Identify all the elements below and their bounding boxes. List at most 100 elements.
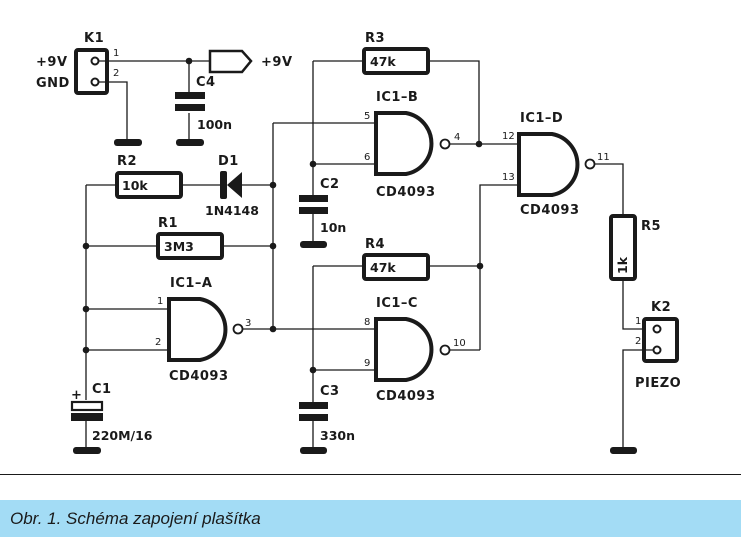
- diode-d1: D1 1N4148: [205, 154, 259, 218]
- figure-caption-bar: Obr. 1. Schéma zapojení plašítka: [0, 500, 741, 537]
- r5-ref: R5: [641, 219, 661, 234]
- connector-k1: K1 +9V GND 1 2: [36, 31, 119, 95]
- capacitor-c1: C1 + 220M/16: [70, 382, 153, 443]
- c3-plate-icon: [299, 414, 328, 421]
- ground-icon: [114, 139, 142, 146]
- power-arrow-icon: [208, 49, 253, 74]
- k2-label: PIEZO: [635, 376, 681, 391]
- nand-gate-icon: [374, 111, 434, 176]
- ic1a-pin-in1: 1: [157, 296, 163, 307]
- r1-ref: R1: [158, 216, 178, 231]
- k2-pin1-number: 1: [635, 316, 641, 327]
- c3-plate-icon: [299, 402, 328, 409]
- ground-icon: [300, 447, 327, 454]
- wire: [428, 60, 480, 144]
- resistor-r4: R4 47k: [362, 237, 430, 281]
- inverter-bubble-icon: [439, 344, 451, 356]
- c2-plate-icon: [299, 207, 328, 214]
- r4-value: 47k: [370, 260, 396, 275]
- c1-value: 220M/16: [92, 428, 153, 443]
- d1-value: 1N4148: [205, 203, 259, 218]
- k1-body: [74, 48, 109, 95]
- k2-pin1-icon: [652, 324, 662, 334]
- diode-cathode-icon: [220, 171, 227, 199]
- r4-ref: R4: [365, 237, 385, 252]
- k2-ref: K2: [651, 300, 671, 315]
- resistor-r1: R1 3M3: [156, 216, 224, 260]
- junction-dot: [309, 366, 317, 374]
- r2-value: 10k: [122, 178, 148, 193]
- k1-pin2-icon: [90, 77, 100, 87]
- k1-label-pin2: GND: [36, 76, 70, 91]
- r1-value: 3M3: [164, 239, 194, 254]
- ic1a-part: CD4093: [169, 369, 229, 384]
- figure-caption: Obr. 1. Schéma zapojení plašítka: [10, 509, 261, 528]
- wire: [479, 184, 519, 350]
- resistor-r3: R3 47k: [362, 31, 430, 75]
- ic1c-ref: IC1–C: [376, 296, 418, 311]
- k1-pin1-number: 1: [113, 48, 119, 59]
- junction-dot: [185, 57, 193, 65]
- c4-ref: C4: [196, 75, 216, 90]
- capacitor-c4: C4 100n: [175, 75, 232, 132]
- d1-ref: D1: [218, 154, 239, 169]
- c3-value: 330n: [320, 428, 355, 443]
- inverter-bubble-icon: [584, 158, 596, 170]
- ic1d-ref: IC1–D: [520, 111, 563, 126]
- nand-gate-icon: [374, 317, 434, 382]
- ic1a-ref: IC1–A: [170, 276, 212, 291]
- k1-ref: K1: [84, 31, 104, 46]
- resistor-r5: 1k R5: [609, 214, 661, 281]
- ic1c-pin-out: 10: [453, 338, 466, 349]
- inverter-bubble-icon: [232, 323, 244, 335]
- supply-label: +9V: [261, 55, 293, 70]
- c2-value: 10n: [320, 220, 346, 235]
- wire: [622, 279, 650, 330]
- ground-icon: [300, 241, 327, 248]
- c1-negative-plate-icon: [71, 413, 103, 421]
- ground-icon: [610, 447, 637, 454]
- supply-plus9v: +9V: [208, 49, 293, 74]
- ic1b-pin-out: 4: [454, 132, 460, 143]
- nand-gate-icon: [167, 297, 228, 362]
- c1-positive-plate-icon: [70, 400, 104, 412]
- r3-ref: R3: [365, 31, 385, 46]
- k2-body: [642, 317, 679, 363]
- resistor-r2: R2 10k: [115, 154, 183, 199]
- c1-polarity: +: [71, 388, 82, 403]
- gate-ic1-c: IC1–C 8 9 10 CD4093: [364, 296, 466, 404]
- wire: [622, 349, 653, 449]
- ic1a-pin-out: 3: [245, 318, 251, 329]
- ic1b-pin-in2: 6: [364, 152, 370, 163]
- ground-icon: [176, 139, 204, 146]
- gate-ic1-b: IC1–B 5 6 4 CD4093: [364, 90, 460, 200]
- ic1a-pin-in2: 2: [155, 337, 161, 348]
- c3-ref: C3: [320, 384, 340, 399]
- ic1b-ref: IC1–B: [376, 90, 418, 105]
- c4-value: 100n: [197, 117, 232, 132]
- r4-body: [362, 253, 430, 281]
- inverter-bubble-icon: [439, 138, 451, 150]
- capacitor-c2: C2 10n: [299, 177, 346, 235]
- ic1c-pin-in1: 8: [364, 317, 370, 328]
- c2-plate-icon: [299, 195, 328, 202]
- c1-ref: C1: [92, 382, 112, 397]
- ic1d-pin-in2: 13: [502, 172, 515, 183]
- k1-pin1-icon: [90, 56, 100, 66]
- circuit-schematic: K1 +9V GND 1 2 +9V C4 100n R3 47k IC1: [36, 31, 681, 454]
- ic1d-pin-in1: 12: [502, 131, 515, 142]
- junction-dot: [475, 140, 483, 148]
- k1-label-pin1: +9V: [36, 55, 68, 70]
- ic1c-part: CD4093: [376, 389, 436, 404]
- ic1b-part: CD4093: [376, 185, 436, 200]
- k1-pin2-number: 2: [113, 68, 119, 79]
- wire: [595, 163, 624, 215]
- ground-icon: [73, 447, 101, 454]
- connector-k2: K2 1 2 PIEZO: [635, 300, 681, 391]
- gate-ic1-d: IC1–D 12 13 11 CD4093: [502, 111, 610, 218]
- r3-value: 47k: [370, 54, 396, 69]
- diode-anode-icon: [227, 172, 242, 198]
- r5-value: 1k: [615, 256, 630, 274]
- r2-ref: R2: [117, 154, 137, 169]
- junction-dot: [82, 242, 90, 250]
